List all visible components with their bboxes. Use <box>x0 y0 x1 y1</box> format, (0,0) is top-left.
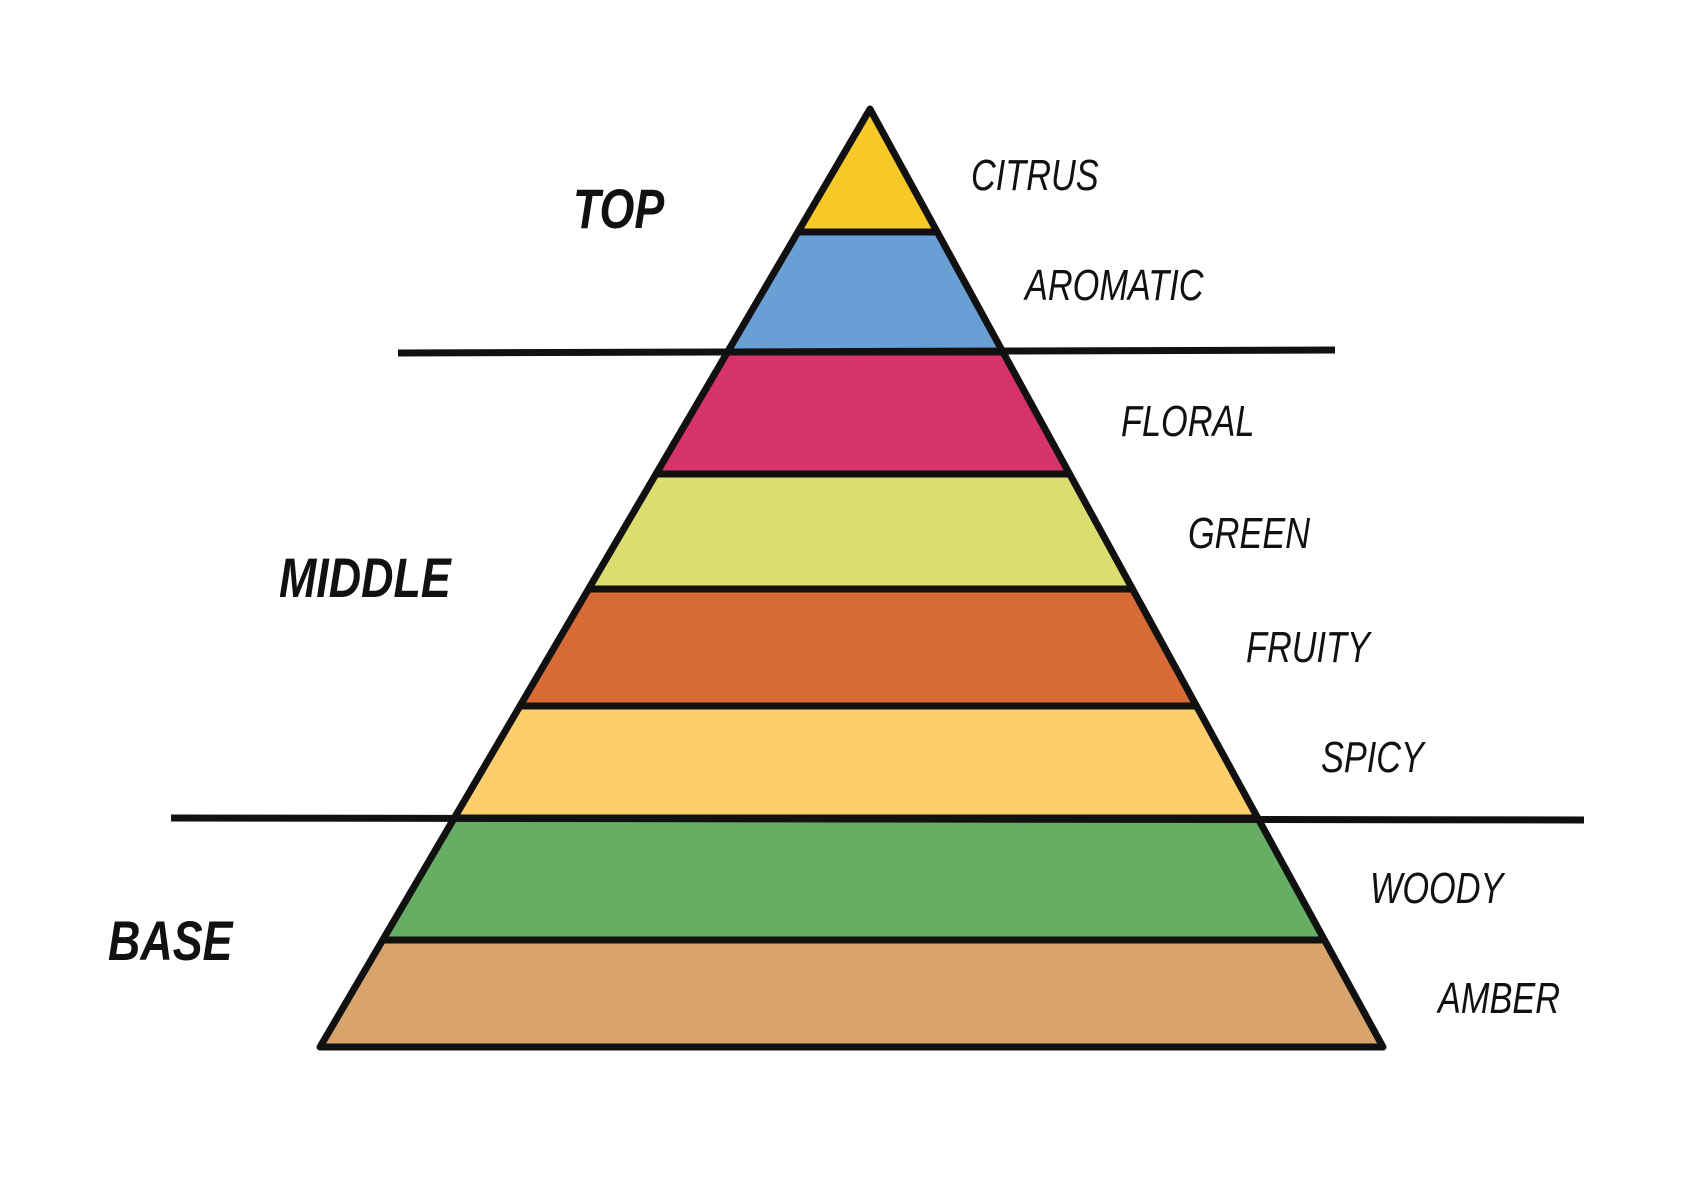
divider-middle-base <box>170 814 1585 824</box>
note-label-aromatic: AROMATIC <box>1023 261 1204 310</box>
note-label-floral: FLORAL <box>1121 397 1254 446</box>
band-spicy <box>450 702 1262 822</box>
note-label-citrus: CITRUS <box>971 151 1099 200</box>
note-label-green: GREEN <box>1188 509 1310 558</box>
tier-label-middle: MIDDLE <box>279 546 453 609</box>
band-green <box>585 470 1137 593</box>
band-citrus <box>794 105 941 236</box>
divider-top-middle <box>397 346 1336 357</box>
note-label-amber: AMBER <box>1436 974 1560 1023</box>
note-label-spicy: SPICY <box>1321 733 1426 782</box>
band-floral <box>652 348 1074 478</box>
band-woody <box>379 814 1328 944</box>
note-label-woody: WOODY <box>1370 864 1506 913</box>
tier-label-top: TOP <box>573 177 664 240</box>
tier-label-base: BASE <box>108 909 234 972</box>
band-aromatic <box>724 228 1007 356</box>
band-fruity <box>516 585 1201 710</box>
band-amber <box>316 936 1387 1051</box>
note-label-fruity: FRUITY <box>1246 623 1372 672</box>
